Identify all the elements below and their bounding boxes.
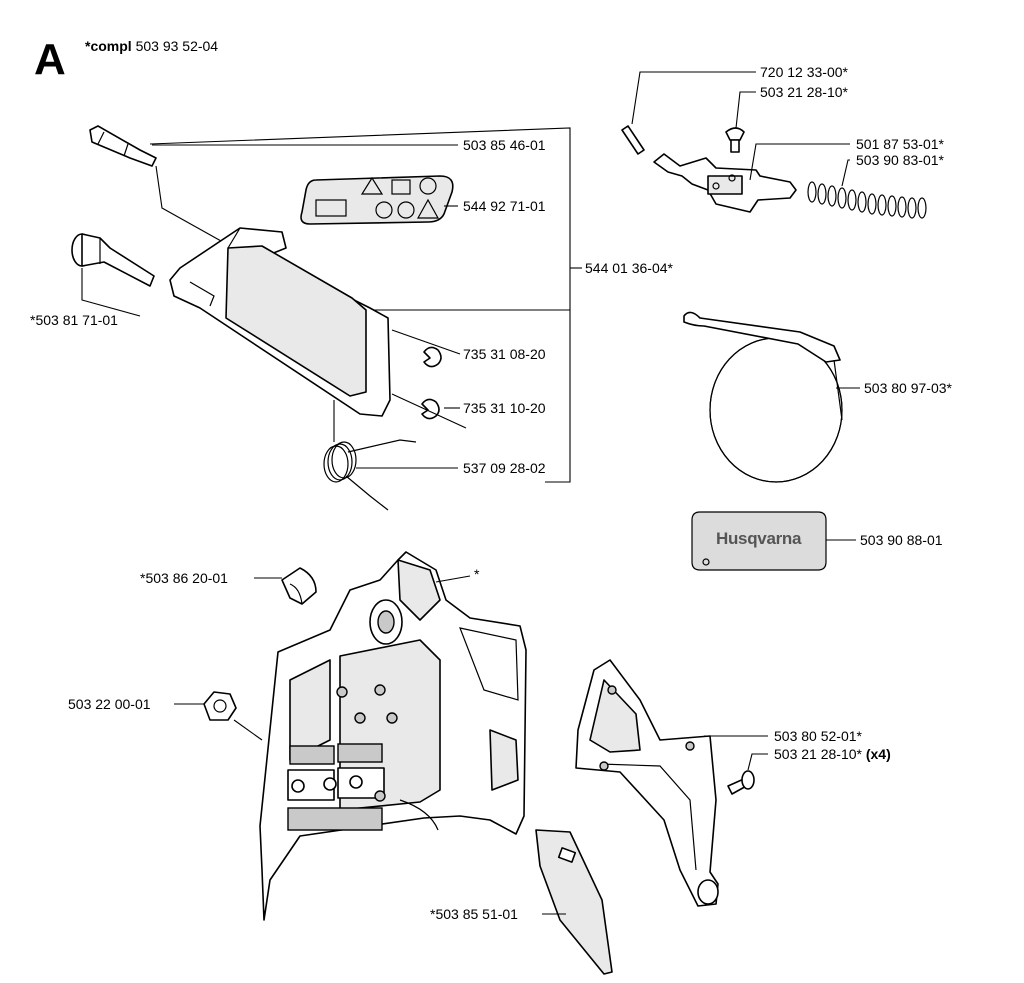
- brake-band: [683, 311, 860, 483]
- label-503-21-28-10-x4: 503 21 28-10* (x4): [774, 746, 891, 762]
- part-503-86-20-01: [254, 567, 317, 605]
- husqvarna-decal: [691, 511, 856, 571]
- screw-503-21-28-10-x4: [727, 753, 768, 795]
- torsion-spring: [323, 400, 458, 511]
- label-503-21-28-10-x4-number: 503 21 28-10*: [774, 746, 862, 762]
- chain-brake-handle: [169, 227, 391, 417]
- label-537-09-28-02: 537 09 28-02: [463, 460, 546, 476]
- label-503-22-00-01: 503 22 00-01: [68, 696, 151, 712]
- label-735-31-08-20: 735 31 08-20: [463, 346, 546, 362]
- warning-decal: [300, 175, 458, 225]
- label-503-85-46-01: 503 85 46-01: [463, 137, 546, 153]
- label-501-87-53-01: 501 87 53-01*: [856, 136, 944, 152]
- husqvarna-decal-text: Husqvarna: [716, 529, 802, 548]
- chain-catcher-cover: [575, 659, 768, 907]
- pin-503-85-46-01: [89, 125, 458, 247]
- bolt-503-81-71-01: [71, 233, 155, 317]
- compl-number: 503 93 52-04: [135, 38, 219, 54]
- pin-720-12-33-00: [621, 71, 756, 155]
- label-544-92-71-01: 544 92 71-01: [463, 198, 546, 214]
- label-735-31-10-20: 735 31 10-20: [463, 400, 546, 416]
- label-star: *: [474, 566, 480, 582]
- nut-503-22-00-01: [174, 691, 263, 741]
- label-503-21-28-10: 503 21 28-10*: [760, 84, 848, 100]
- label-503-90-88-01: 503 90 88-01: [860, 532, 943, 548]
- label-503-80-97-03: 503 80 97-03*: [864, 380, 952, 396]
- brake-lever: [653, 143, 850, 213]
- screw-503-21-28-10: [725, 91, 756, 153]
- label-503-81-71-01: *503 81 71-01: [30, 312, 118, 328]
- label-quantity: (x4): [865, 746, 891, 762]
- coil-spring: [807, 159, 927, 219]
- section-letter: A: [34, 35, 66, 84]
- label-544-01-36-04: 544 01 36-04*: [585, 260, 673, 276]
- chain-guard-plate: [535, 829, 613, 975]
- label-503-80-52-01: 503 80 52-01*: [774, 728, 862, 744]
- circlip-735-31-10-20: [391, 393, 467, 429]
- circlip-735-31-08-20: [391, 329, 461, 368]
- label-503-85-51-01: *503 85 51-01: [430, 906, 518, 922]
- label-503-86-20-01: *503 86 20-01: [140, 570, 228, 586]
- compl-prefix: *compl: [85, 38, 132, 54]
- label-503-90-83-01: 503 90 83-01*: [856, 152, 944, 168]
- compl-title: *compl 503 93 52-04: [85, 38, 218, 54]
- clutch-cover: [259, 551, 527, 921]
- label-720-12-33-00: 720 12 33-00*: [760, 64, 848, 80]
